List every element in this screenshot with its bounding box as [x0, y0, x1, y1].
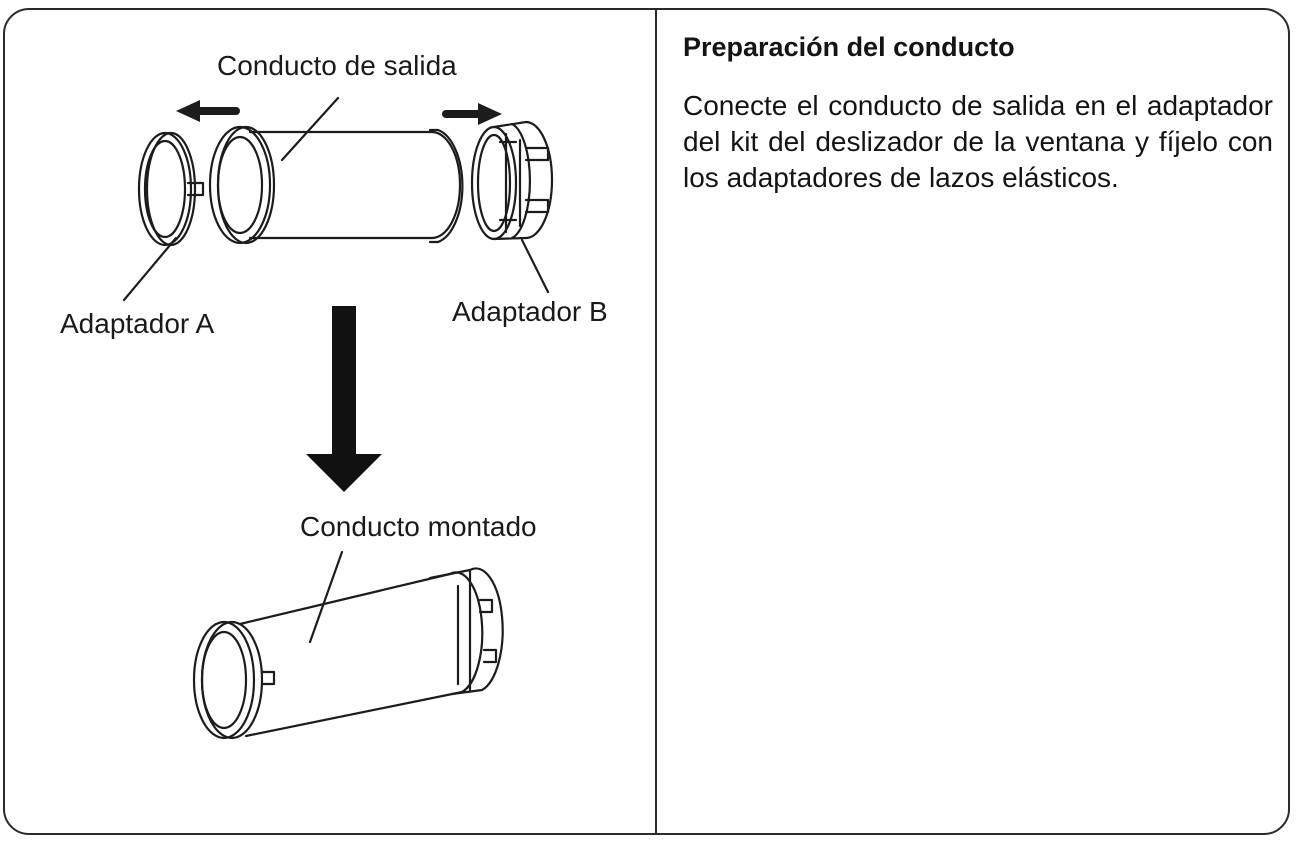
- instruction-text: Conecte el conducto de salida en el adap…: [683, 90, 1273, 193]
- leader-assembled-duct: [308, 550, 344, 644]
- arrow-right-icon: [442, 103, 502, 125]
- instructions-panel: Preparación del conducto Conecte el cond…: [657, 0, 1297, 842]
- outlet-duct-cylinder: [208, 125, 464, 245]
- panel-border: [3, 8, 1290, 835]
- panel-divider: [655, 8, 657, 835]
- leader-adapter-b: [520, 238, 550, 294]
- adapter-a-ring: [137, 131, 205, 247]
- assembly-diagram: [122, 96, 554, 740]
- diagram-panel: Conducto de salida Adaptador A Adaptador…: [60, 50, 608, 740]
- section-title: Preparación del conducto: [683, 32, 1015, 62]
- label-assembled-duct: Conducto montado: [300, 511, 537, 542]
- label-adapter-b: Adaptador B: [452, 296, 608, 327]
- arrow-down-icon: [306, 306, 382, 492]
- assembled-duct-cylinder: [192, 567, 504, 740]
- label-adapter-a: Adaptador A: [60, 308, 215, 339]
- adapter-b-ring: [470, 120, 554, 241]
- leader-outlet-duct: [280, 96, 340, 162]
- arrow-left-icon: [176, 100, 240, 122]
- leader-adapter-a: [122, 236, 178, 302]
- label-outlet-duct: Conducto de salida: [217, 50, 457, 81]
